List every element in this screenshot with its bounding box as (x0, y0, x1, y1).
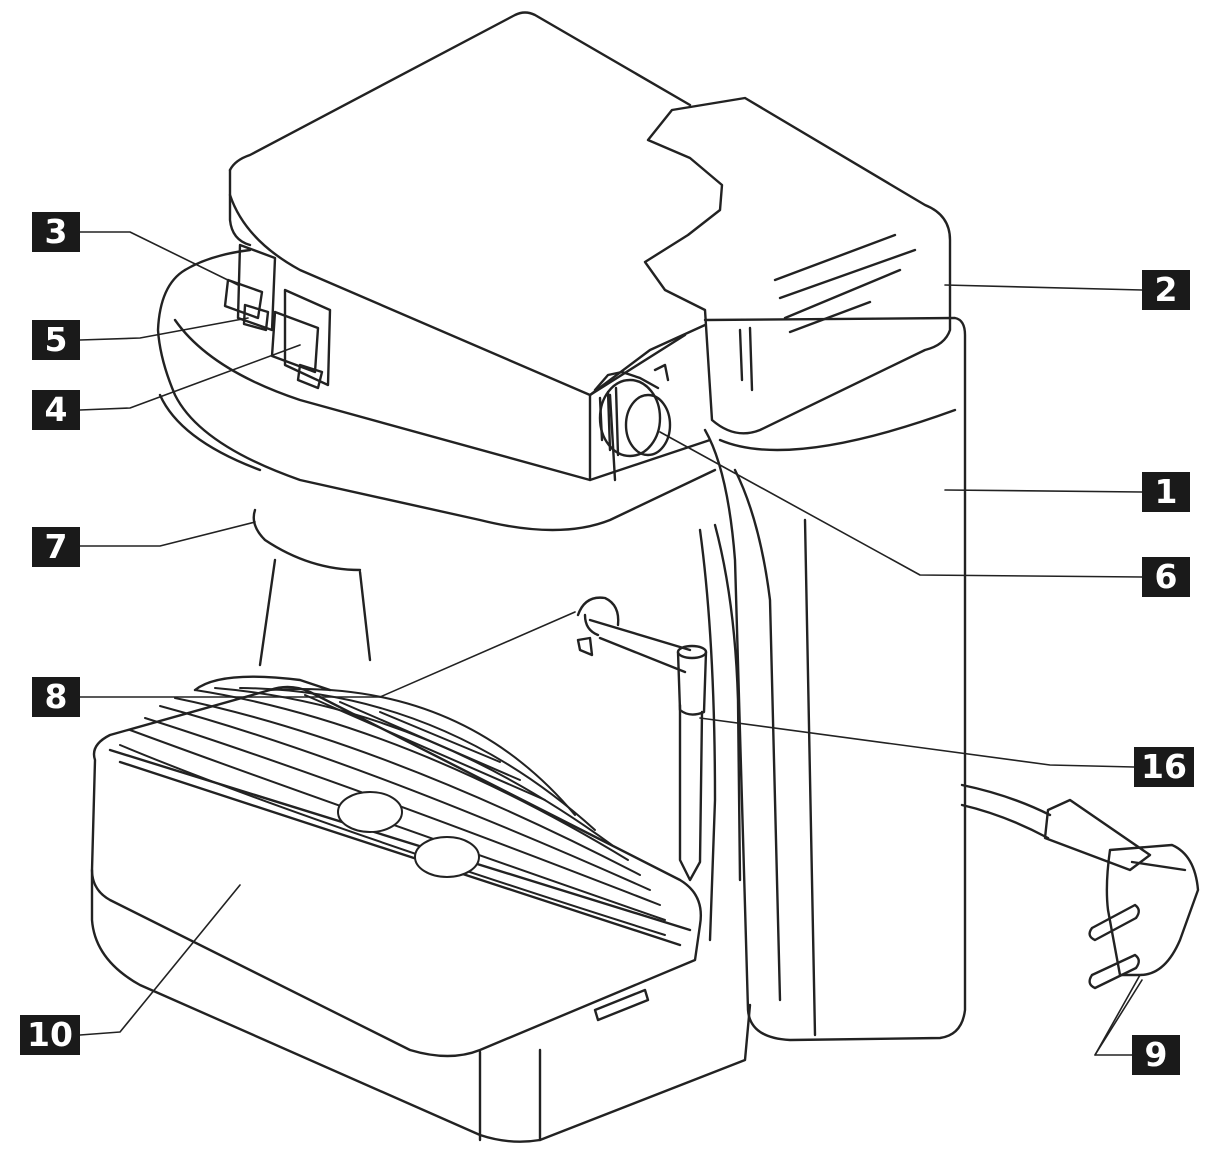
callout-3: 3 (32, 212, 80, 252)
steam-knob (593, 363, 672, 458)
top-housing (156, 11, 717, 532)
callout-16: 16 (1134, 747, 1194, 787)
callout-10: 10 (20, 1015, 80, 1055)
water-tank (703, 316, 967, 1042)
leader-line-1 (944, 489, 1143, 493)
leader-line-16 (699, 717, 1135, 768)
steam-wand (576, 596, 708, 882)
callout-2: 2 (1142, 270, 1190, 310)
drip-tray (90, 675, 752, 1143)
leader-line-5 (79, 317, 249, 341)
leader-line-8 (79, 611, 576, 698)
leader-line-7 (79, 521, 256, 547)
leader-line-3 (79, 231, 239, 286)
callout-1: 1 (1142, 472, 1190, 512)
leader-lines (79, 231, 1143, 1056)
filter-holder (252, 508, 372, 667)
leader-line-10 (79, 884, 241, 1036)
leader-line-6 (659, 431, 1143, 578)
front-column (698, 523, 742, 942)
callout-6: 6 (1142, 557, 1190, 597)
callout-9: 9 (1132, 1035, 1180, 1075)
drip-grate (119, 687, 666, 936)
power-cord (960, 783, 1200, 990)
callout-8: 8 (32, 677, 80, 717)
callout-5: 5 (32, 320, 80, 360)
callout-4: 4 (32, 390, 80, 430)
switch-panel (223, 243, 332, 390)
tank-lid (643, 96, 952, 435)
leader-line-2 (944, 284, 1143, 291)
callout-7: 7 (32, 527, 80, 567)
leader-line-4 (79, 344, 301, 411)
